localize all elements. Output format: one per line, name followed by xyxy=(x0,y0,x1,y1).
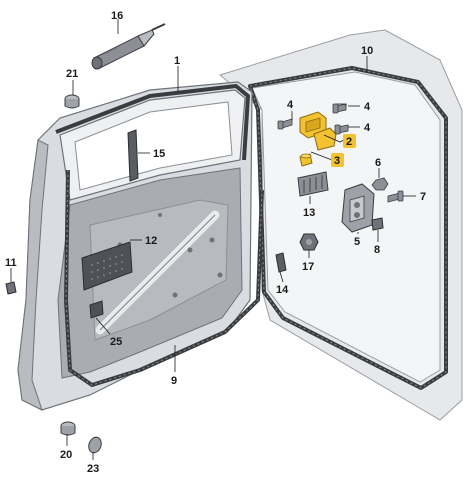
callout-1: 1 xyxy=(174,55,180,67)
window-channel-strip xyxy=(127,129,139,182)
callout-16: 16 xyxy=(111,10,123,22)
latch-cover xyxy=(297,171,329,197)
callout-25: 25 xyxy=(110,336,122,348)
svg-text:~~~~~~: ~~~~~~ xyxy=(104,45,119,56)
blanking-plug-20 xyxy=(60,421,76,436)
bumper-strip xyxy=(275,252,287,273)
callout-2: 2 xyxy=(346,136,352,148)
hinge-bolts xyxy=(277,103,349,135)
callout-13: 13 xyxy=(303,207,315,219)
door-check-strap xyxy=(341,183,375,233)
striker-cap xyxy=(371,217,384,231)
callout-12: 12 xyxy=(145,235,157,247)
striker-bolt xyxy=(387,190,404,203)
door-aperture xyxy=(251,71,441,383)
callout-4-left: 4 xyxy=(287,99,294,111)
hinge-bushing xyxy=(299,153,313,167)
callout-3: 3 xyxy=(334,155,340,167)
callout-9: 9 xyxy=(171,375,177,387)
adhesive-tube: ~~~~~~ xyxy=(91,23,166,70)
door-frame-seal xyxy=(55,84,250,161)
callout-20: 20 xyxy=(60,449,72,461)
callout-8: 8 xyxy=(374,244,380,256)
callout-6: 6 xyxy=(375,157,381,169)
callout-5: 5 xyxy=(354,236,360,248)
callout-17: 17 xyxy=(302,261,314,273)
callout-3-highlight xyxy=(331,153,344,167)
callout-23: 23 xyxy=(87,463,99,475)
callout-2-highlight xyxy=(343,134,356,148)
callout-15: 15 xyxy=(153,148,165,160)
callout-4-bottom: 4 xyxy=(364,122,371,134)
callout-21: 21 xyxy=(66,68,78,80)
edge-clip xyxy=(5,281,17,295)
callout-10: 10 xyxy=(361,45,373,57)
callout-7: 7 xyxy=(420,191,426,203)
window-opening xyxy=(74,101,233,191)
strap-bolt xyxy=(371,177,389,191)
cover-disc-23 xyxy=(88,436,102,454)
rubber-stop xyxy=(299,233,319,251)
speaker-grille xyxy=(81,241,133,291)
cover-plate xyxy=(89,300,104,319)
blanking-plug-21 xyxy=(64,94,80,109)
leader-lines xyxy=(10,19,416,460)
door-front-edge xyxy=(17,139,49,411)
door-hinge-upper xyxy=(299,111,337,151)
callout-14: 14 xyxy=(276,284,289,296)
callout-11: 11 xyxy=(5,257,17,269)
callout-4-top: 4 xyxy=(364,101,371,113)
